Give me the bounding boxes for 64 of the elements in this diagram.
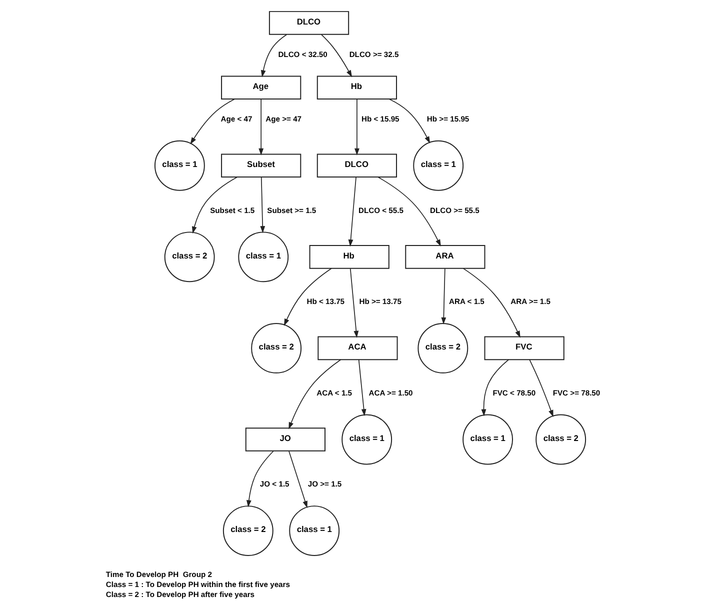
node-circle: class = 1 <box>462 414 513 465</box>
edge-label: Hb < 13.75 <box>306 297 344 306</box>
edge-label: ARA >= 1.5 <box>510 297 550 306</box>
node-box: Subset <box>220 154 301 178</box>
node-box: ACA <box>317 336 398 360</box>
arrow <box>348 176 356 247</box>
edge-label: Hb < 15.95 <box>361 114 399 124</box>
node-circle: class = 1 <box>341 414 392 465</box>
node-box: DLCO <box>268 11 349 35</box>
edge-label: DLCO >= 55.5 <box>429 206 479 215</box>
edge-label: JO >= 1.5 <box>307 480 342 489</box>
arrow <box>190 98 234 144</box>
arrow <box>480 359 509 416</box>
arrow <box>388 98 430 144</box>
arrow <box>320 34 352 78</box>
node-box: JO <box>244 428 325 452</box>
arrow <box>354 98 359 156</box>
label: Time To Develop PH Group 2 <box>105 570 212 580</box>
arrow <box>440 268 446 324</box>
arrow <box>462 268 520 338</box>
node-circle: class = 1 <box>288 506 340 556</box>
edge-label: Subset < 1.5 <box>210 206 254 215</box>
edge-label: Hb >= 13.75 <box>358 297 401 306</box>
arrow <box>528 359 553 418</box>
node-circle: class = 2 <box>417 322 468 374</box>
node-circle: class = 2 <box>164 232 214 282</box>
node-box: DLCO <box>316 154 396 178</box>
arrow <box>358 360 366 416</box>
arrow <box>283 268 332 326</box>
arrow <box>377 176 440 246</box>
label: Class = 1 : To Develop PH within the first five years <box>105 580 290 590</box>
arrow <box>258 98 264 156</box>
arrow <box>349 268 358 338</box>
edge-label: FVC >= 78.50 <box>552 388 600 398</box>
edge-label: Subset >= 1.5 <box>266 206 316 215</box>
node-circle: class = 1 <box>154 140 204 191</box>
edge-label: DLCO >= 32.5 <box>348 50 398 59</box>
node-box: ARA <box>404 245 485 269</box>
edge-label: Age < 47 <box>220 114 252 124</box>
edge-label: ACA >= 1.50 <box>368 388 412 398</box>
arrow <box>288 359 341 430</box>
node-circle: class = 1 <box>412 140 464 191</box>
label: Class = 2 : To Develop PH after five years <box>105 590 254 599</box>
edge-label: Age >= 47 <box>265 114 302 124</box>
node-box: Age <box>220 76 301 100</box>
node-circle: class = 2 <box>535 414 586 465</box>
node-circle: class = 1 <box>238 232 288 282</box>
arrow <box>260 176 265 234</box>
edge-label: ACA < 1.5 <box>316 388 352 398</box>
arrow <box>288 450 307 508</box>
arrow <box>191 176 238 234</box>
node-circle: class = 2 <box>222 506 273 556</box>
edge-label: DLCO < 55.5 <box>358 206 403 215</box>
edge-label: FVC < 78.50 <box>492 388 536 398</box>
edge-label: DLCO < 32.50 <box>278 50 327 59</box>
node-box: FVC <box>484 336 564 360</box>
node-box: Hb <box>316 76 396 100</box>
node-box: Hb <box>308 245 389 269</box>
arrow <box>246 450 274 508</box>
node-circle: class = 2 <box>250 322 302 374</box>
edge-label: ARA < 1.5 <box>448 297 484 306</box>
edge-label: JO < 1.5 <box>259 480 289 489</box>
edge-label: Hb >= 15.95 <box>426 114 469 124</box>
arrow <box>260 34 287 78</box>
